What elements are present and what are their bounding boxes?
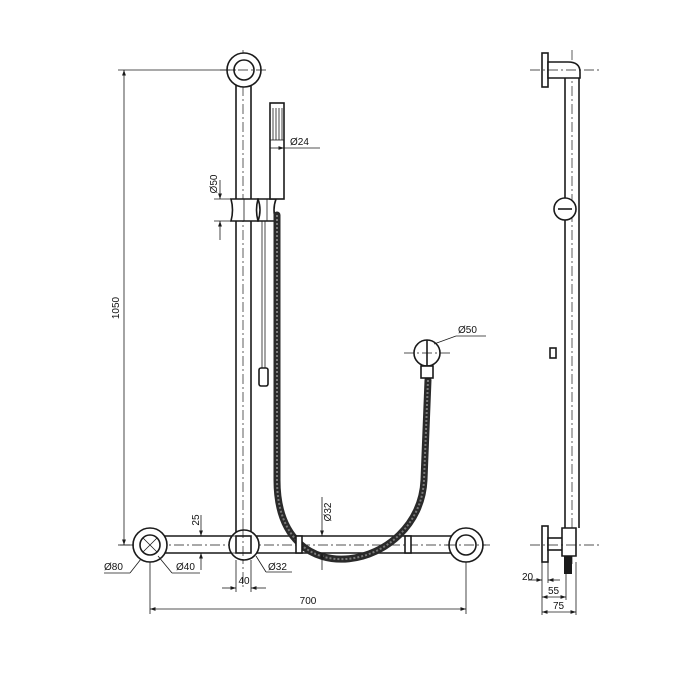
left-wall-flange (132, 527, 168, 563)
front-view (120, 50, 490, 590)
side-bottom-mount (530, 525, 600, 574)
dimension-outlet-dia-label: Ø50 (458, 325, 477, 336)
side-top-mount (530, 52, 600, 88)
dimension-40-label: 40 (238, 576, 250, 587)
dimension-dia24-label: Ø24 (290, 137, 309, 148)
dimension-flange-80-label: Ø80 (104, 562, 123, 573)
right-wall-flange (446, 527, 486, 563)
side-dimension-55-label: 55 (548, 586, 560, 597)
dimension-1050-label: 1050 (111, 296, 122, 319)
dimension-lines: 1050 700 Ø24 Ø50 Ø50 Ø32 25 (104, 69, 486, 614)
dimension-flange-40-label: Ø40 (176, 562, 195, 573)
side-cord-end (549, 347, 557, 359)
vertical-riser-rail (235, 50, 252, 590)
center-joint-bracket (228, 528, 260, 562)
slider-cord (258, 221, 269, 387)
hand-shower (269, 102, 285, 200)
side-slider (553, 197, 577, 221)
dimension-700-label: 700 (300, 596, 317, 607)
wall-outlet (404, 339, 450, 379)
dimension-25-label: 25 (191, 514, 202, 526)
hose-guide-rings (295, 535, 412, 554)
side-dimension-75-label: 75 (553, 601, 565, 612)
slider-bracket (229, 198, 278, 222)
side-dimension-20-label: 20 (522, 572, 534, 583)
dimension-rail-dia-label: Ø32 (323, 502, 334, 521)
dimension-bracket-32-label: Ø32 (268, 562, 287, 573)
shower-hose (273, 211, 432, 563)
top-wall-flange (220, 52, 268, 88)
side-view: 20 55 75 (522, 50, 600, 615)
dimension-bracket-dia-label: Ø50 (209, 174, 220, 193)
